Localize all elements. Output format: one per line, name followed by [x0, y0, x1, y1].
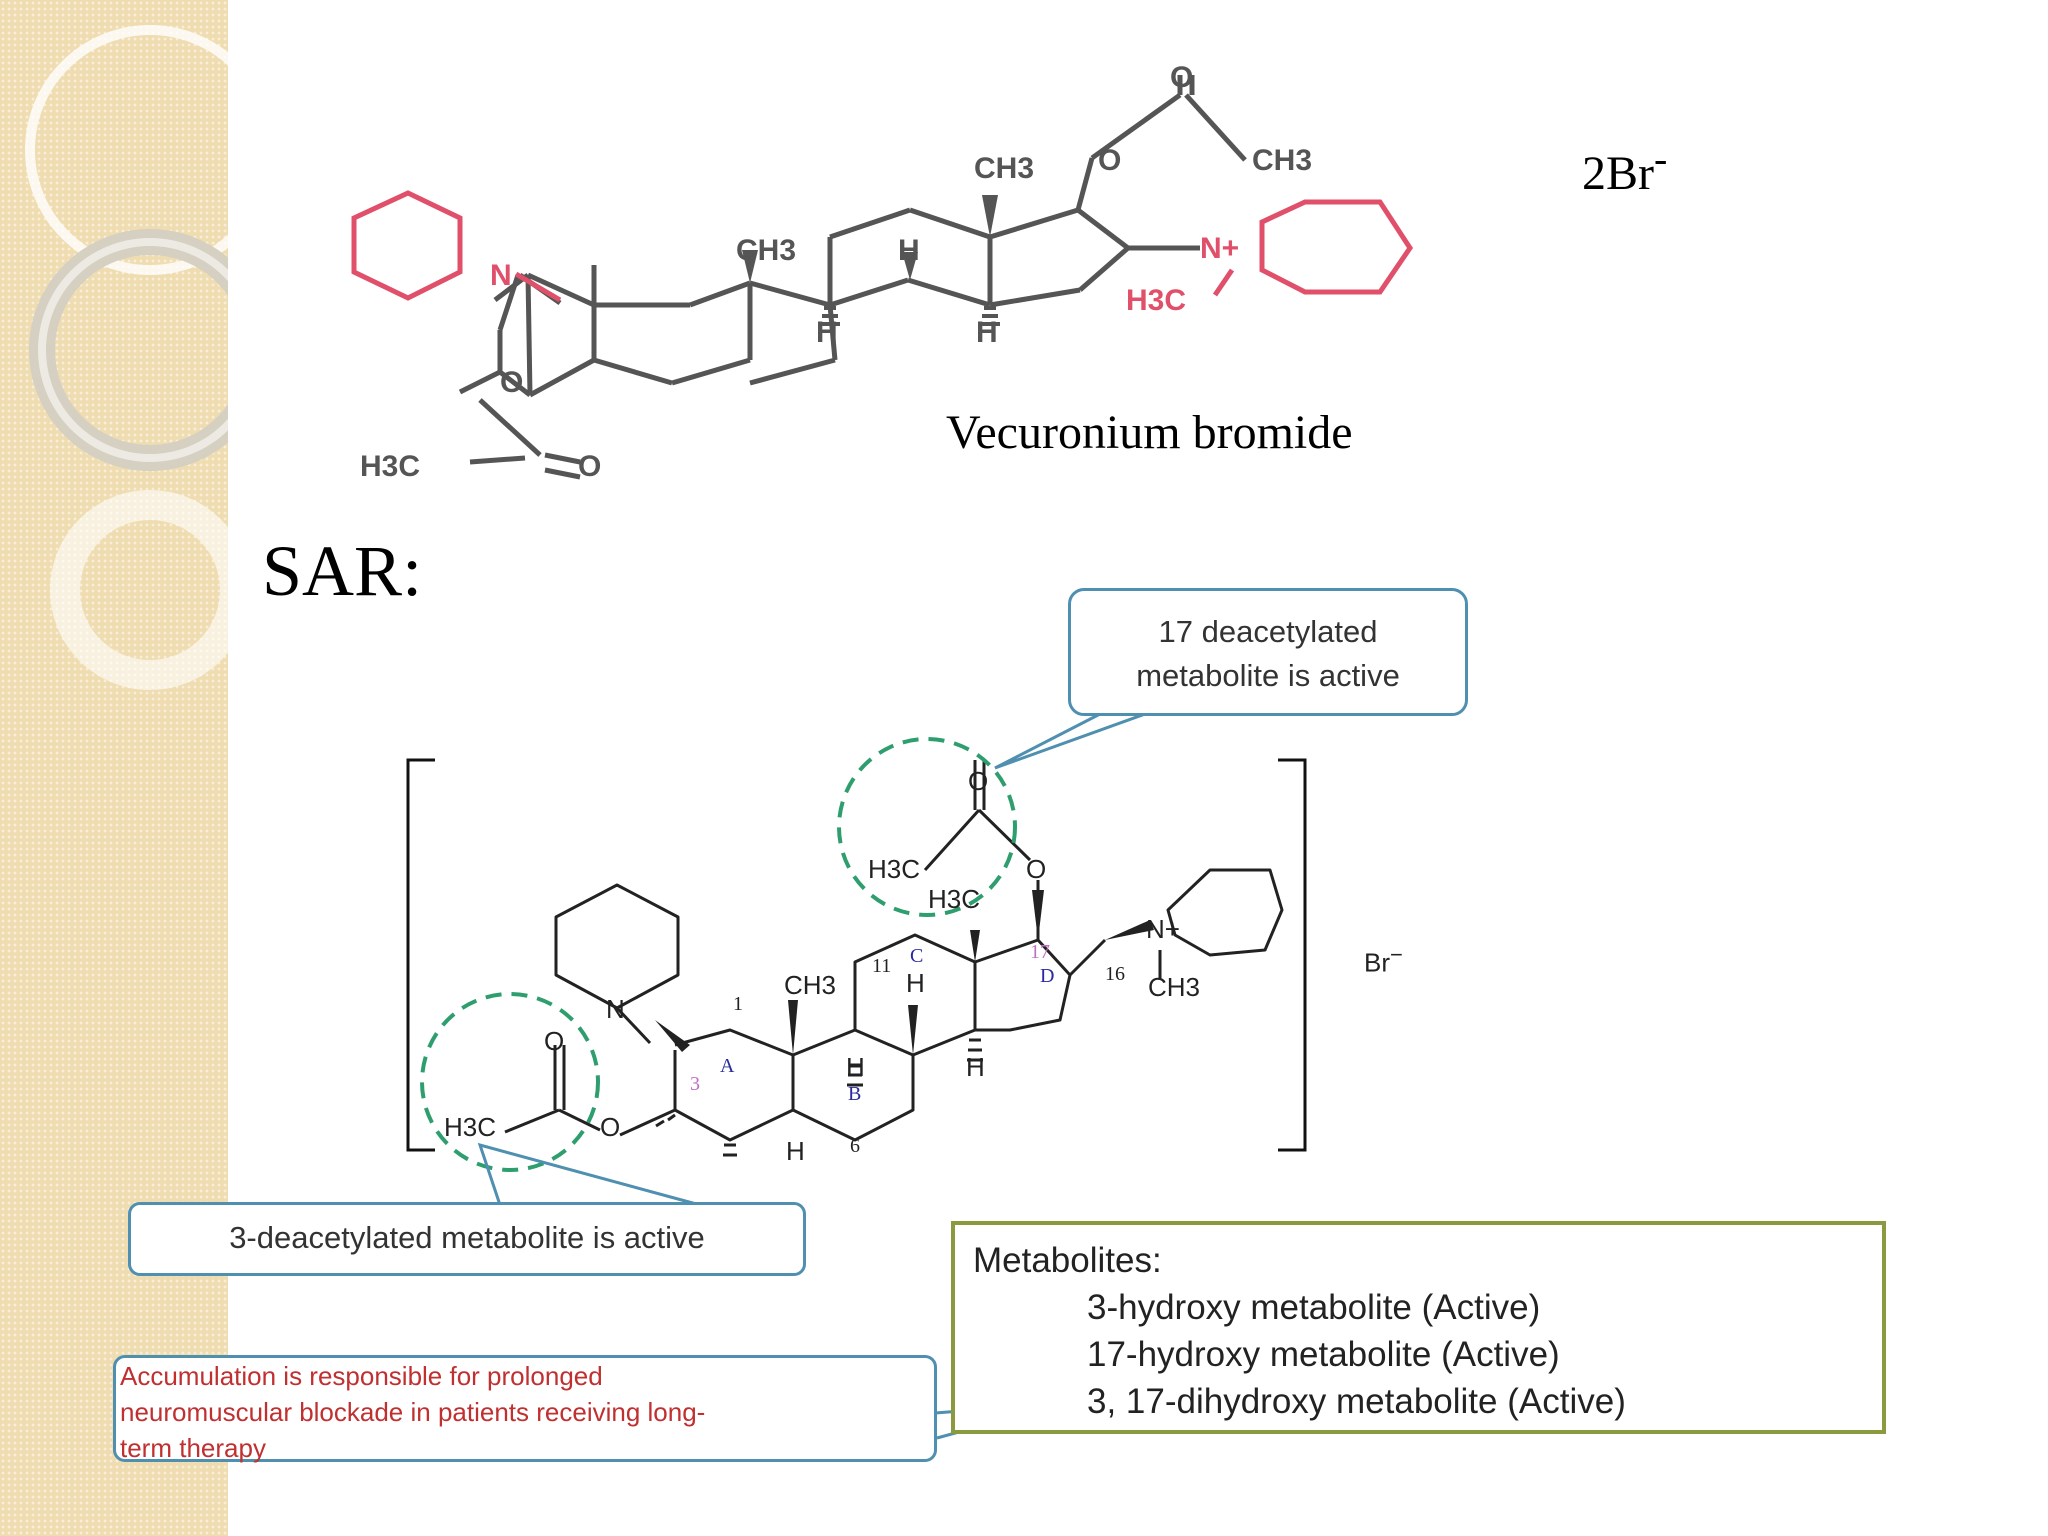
atom-h-lower-right: H	[976, 316, 998, 349]
sar-label-11: 11	[872, 955, 891, 977]
wedge-c17-o	[1032, 890, 1044, 940]
counterion-sar: Br−	[1364, 942, 1403, 979]
metabolites-heading: Metabolites:	[973, 1241, 1162, 1280]
atom-n-right: N+	[1200, 232, 1239, 265]
sar-n-plus: N+	[1146, 914, 1180, 944]
highlight-circle-3	[420, 992, 600, 1172]
wedge-c2-n	[655, 1020, 690, 1052]
counterion-top-charge: -	[1654, 136, 1668, 181]
metabolite-item: 17-hydroxy metabolite (Active)	[1087, 1335, 1560, 1374]
sar-h-bottom: H	[786, 1136, 805, 1166]
counterion-top: 2Br-	[1582, 135, 1667, 201]
wedge-c16-n	[1105, 920, 1154, 940]
callout-17-deacetylated: 17 deacetylated metabolite is active	[1068, 588, 1468, 716]
sar-ch3-n: CH3	[1148, 972, 1200, 1002]
sar-ring-d: D	[1040, 965, 1054, 987]
decorative-sidebar	[0, 0, 228, 1536]
highlight-circle-17	[837, 737, 1017, 917]
sar-skeleton	[504, 760, 1284, 1142]
callout-17-line1: 17 deacetylated	[1158, 614, 1378, 649]
sar-heading: SAR:	[262, 531, 423, 611]
sar-label-17: 17	[1030, 941, 1050, 963]
counterion-top-text: 2Br	[1582, 147, 1654, 200]
sar-o-carbonyl-3: O	[544, 1026, 564, 1056]
sar-h-right: H	[966, 1052, 985, 1082]
sar-n-left: N	[606, 994, 625, 1024]
atom-o-carbonyl-3: O	[578, 450, 601, 483]
callout-accumulation: Accumulation is responsible for prolonge…	[113, 1355, 937, 1463]
sar-ring-c: C	[910, 945, 923, 967]
atom-ch3-c13: CH3	[974, 152, 1034, 185]
vecuronium-structure: CH3 CH3 H H H O O CH3 O O H3C N N+ H3C	[351, 61, 1414, 483]
sar-o-carbonyl-17: O	[968, 766, 988, 796]
sar-h3c-acetyl-17: H3C	[868, 854, 920, 884]
atom-h3c-nmethyl: H3C	[1126, 284, 1186, 317]
counterion-sar-text: Br	[1364, 947, 1390, 978]
wedge-bond-c13	[982, 195, 998, 237]
top-nitrogen-labels: N N+ H3C	[490, 232, 1239, 317]
metabolites-box: Metabolites: 3-hydroxy metabolite (Activ…	[951, 1221, 1886, 1434]
atom-h3c-acetyl-3: H3C	[360, 450, 420, 483]
piperidine-right	[1259, 199, 1414, 295]
hash-bonds-top	[820, 306, 1000, 326]
sar-o-ester-3: O	[600, 1112, 620, 1142]
atom-h-lower-left: H	[816, 316, 838, 349]
sar-brackets	[406, 758, 1307, 1152]
atom-o-ring-3: O	[500, 366, 523, 399]
atom-n-left: N	[490, 259, 512, 292]
metabolite-item: 3, 17-dihydroxy metabolite (Active)	[1087, 1382, 1626, 1421]
metabolite-item: 3-hydroxy metabolite (Active)	[1087, 1288, 1541, 1327]
sar-ring-b: B	[848, 1083, 861, 1105]
wedge-c8-h	[908, 1005, 918, 1055]
compound-name: Vecuronium bromide	[946, 406, 1353, 459]
sar-label-16: 16	[1105, 963, 1125, 985]
sar-h-c: H	[906, 968, 925, 998]
sar-h3c-c13: H3C	[928, 884, 980, 914]
sar-atom-labels: O H3C O H3C N+ CH3 N CH3 H O H3C O H H H	[444, 766, 1200, 1166]
sar-position-labels: 16 17 D 11 C 1 A 3 B 6	[690, 941, 1125, 1157]
sar-label-6: 6	[850, 1135, 860, 1157]
atom-h-upper: H	[898, 234, 920, 267]
accumulation-line1: Accumulation is responsible for prolonge…	[120, 1361, 603, 1391]
counterion-sar-charge: −	[1390, 942, 1403, 967]
sar-label-1: 1	[733, 993, 743, 1015]
piperidine-left	[351, 190, 463, 301]
atom-o-carbonyl-17: O	[1170, 61, 1193, 94]
sar-ring-a: A	[720, 1055, 735, 1077]
callout-3-deacetylated: 3-deacetylated metabolite is active	[128, 1202, 806, 1276]
callout-17-line2: metabolite is active	[1136, 658, 1400, 693]
atom-o-ring-17: O	[1098, 144, 1121, 177]
sar-hash-bonds	[655, 1038, 983, 1157]
wedge-c10-ch3	[788, 1000, 798, 1055]
accumulation-line2: neuromuscular blockade in patients recei…	[120, 1397, 706, 1427]
wedge-bond-c8	[902, 252, 918, 280]
sar-label-3: 3	[690, 1073, 700, 1095]
sar-ch3-c10: CH3	[784, 970, 836, 1000]
sar-o-ester-17: O	[1026, 854, 1046, 884]
sar-h3c-acetyl-3: H3C	[444, 1112, 496, 1142]
sar-h-b: H	[846, 1052, 865, 1082]
sidebar-rings	[25, 25, 228, 690]
wedge-c13-ch3	[970, 930, 980, 962]
accumulation-line3: term therapy	[120, 1433, 266, 1463]
atom-ch3-acetyl-17: CH3	[1252, 144, 1312, 177]
wedge-bond-c10	[742, 250, 758, 283]
top-atom-labels: CH3 CH3 H H H O O CH3 O O H3C	[360, 61, 1312, 483]
atom-ch3-c10: CH3	[736, 234, 796, 267]
